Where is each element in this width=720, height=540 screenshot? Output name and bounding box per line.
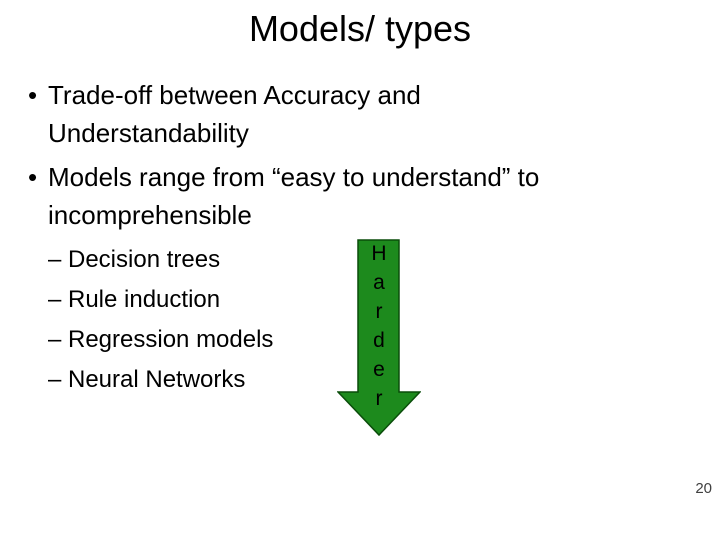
sub-bullet-text: Decision trees: [68, 246, 221, 273]
arrow-letters: H a r d e r: [337, 239, 421, 413]
down-arrow-icon: [337, 239, 421, 437]
dash-marker-icon: –: [48, 366, 62, 393]
sub-bullet-item: – Neural Networks: [48, 360, 348, 400]
page-number: 20: [695, 480, 712, 497]
arrow-letter: r: [375, 300, 383, 323]
arrow-letter: r: [375, 387, 383, 410]
sub-bullet-list: – Decision trees – Rule induction – Regr…: [48, 240, 348, 400]
bullet-marker-icon: •: [28, 80, 38, 110]
arrow-letter: e: [373, 358, 385, 381]
sub-bullet-item: – Decision trees: [48, 240, 348, 280]
down-arrow-shape: [337, 239, 421, 437]
harder-arrow: H a r d e r: [337, 239, 421, 437]
arrow-letter: a: [373, 271, 385, 294]
bullet-item: • Trade-off between Accuracy and Underst…: [28, 76, 688, 152]
dash-marker-icon: –: [48, 246, 62, 273]
sub-bullet-item: – Regression models: [48, 320, 348, 360]
dash-marker-icon: –: [48, 286, 62, 313]
bullet-text: Models range from “easy to understand” t…: [48, 162, 540, 230]
arrow-letter: H: [371, 242, 387, 265]
sub-bullet-item: – Rule induction: [48, 280, 348, 320]
bullet-marker-icon: •: [28, 162, 38, 192]
arrow-letter: d: [373, 329, 385, 352]
bullet-text: Trade-off between Accuracy and Understan…: [48, 80, 421, 148]
bullet-item: • Models range from “easy to understand”…: [28, 158, 688, 234]
sub-bullet-text: Rule induction: [68, 286, 221, 313]
bullet-list: • Trade-off between Accuracy and Underst…: [28, 76, 688, 234]
dash-marker-icon: –: [48, 326, 62, 353]
sub-bullet-text: Regression models: [68, 326, 274, 353]
slide-title: Models/ types: [248, 8, 472, 49]
sub-bullet-text: Neural Networks: [68, 366, 246, 393]
